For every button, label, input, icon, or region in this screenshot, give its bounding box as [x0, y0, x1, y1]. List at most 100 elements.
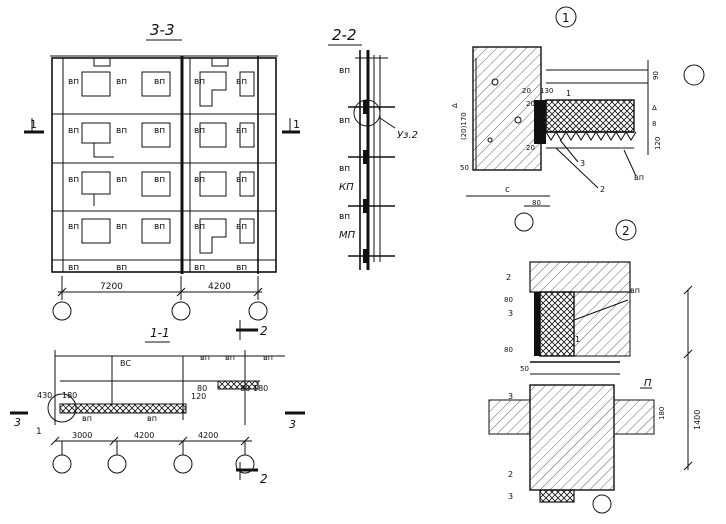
svg-text:КП: КП [339, 182, 354, 193]
svg-text:1: 1 [562, 11, 570, 25]
svg-text:вп: вп [116, 126, 127, 136]
grid-axis-bubble [248, 301, 268, 321]
svg-text:8: 8 [652, 120, 656, 128]
svg-text:ВС: ВС [120, 359, 131, 368]
node-2-column [529, 384, 615, 491]
svg-text:3: 3 [580, 159, 585, 168]
svg-text:вп: вп [339, 212, 350, 222]
column-concrete [472, 46, 542, 171]
detail-node-2: 2 2 80 3 вп 1 80 50 3 2 3 П 180 1400 [488, 219, 702, 514]
svg-text:80: 80 [240, 384, 250, 393]
svg-text:вп: вп [68, 263, 79, 273]
svg-text:вп: вп [194, 77, 205, 87]
svg-text:Уз.2: Уз.2 [397, 130, 418, 141]
svg-text:20: 20 [526, 144, 535, 152]
svg-text:80: 80 [504, 346, 513, 354]
svg-text:3: 3 [14, 416, 21, 429]
view-section-1-1: 1-1 2 2 430 180 ВС вп вп вп вп вп 80 120… [10, 320, 305, 486]
svg-text:с: с [505, 185, 510, 195]
svg-text:50: 50 [460, 164, 469, 172]
svg-text:90: 90 [652, 71, 660, 80]
view-section-3-3: 3-3 вп вп вп вп вп вп [24, 21, 300, 321]
svg-text:вп: вп [339, 164, 350, 174]
svg-text:вп: вп [68, 175, 79, 185]
svg-text:вп: вп [116, 175, 127, 185]
grid-axis-bubble [171, 301, 191, 321]
svg-text:вп: вп [225, 353, 235, 362]
node-2-insulation [539, 291, 575, 357]
svg-text:вп: вп [147, 414, 157, 423]
section-1-1-title: 1-1 [150, 326, 170, 340]
svg-text:вп: вп [154, 126, 165, 136]
svg-text:вп: вп [236, 175, 247, 185]
svg-text:180: 180 [62, 391, 77, 400]
section-2-2-title: 2-2 [332, 26, 357, 44]
svg-text:2: 2 [600, 185, 605, 194]
svg-text:вп: вп [194, 175, 205, 185]
svg-text:4200: 4200 [134, 431, 154, 440]
svg-text:1: 1 [566, 89, 571, 98]
svg-text:1400: 1400 [693, 410, 702, 430]
svg-text:1: 1 [575, 335, 580, 344]
svg-text:вп: вп [68, 222, 79, 232]
svg-text:2: 2 [622, 224, 630, 238]
svg-text:вп: вп [82, 414, 92, 423]
svg-text:3: 3 [508, 309, 513, 318]
callout-node-1-circle [47, 393, 77, 423]
svg-text:(20)170: (20)170 [460, 112, 468, 140]
svg-text:вп: вп [154, 77, 165, 87]
svg-text:80: 80 [504, 296, 513, 304]
cut-line-1-1: 1 1 [24, 118, 300, 134]
facade-windows [81, 71, 255, 254]
svg-text:50: 50 [520, 365, 529, 373]
svg-text:1: 1 [30, 118, 37, 131]
svg-text:вп: вп [194, 126, 205, 136]
node-1-marker [555, 6, 577, 28]
svg-text:вп: вп [236, 263, 247, 273]
svg-text:20: 20 [522, 87, 531, 95]
svg-text:вп: вп [339, 66, 350, 76]
svg-text:180: 180 [253, 384, 268, 393]
svg-text:80: 80 [197, 384, 207, 393]
svg-text:вп: вп [116, 222, 127, 232]
svg-text:вп: вп [154, 175, 165, 185]
svg-text:вп: вп [630, 286, 640, 295]
wall-panel-insulation [545, 99, 635, 133]
svg-text:вп: вп [634, 173, 644, 182]
svg-text:430: 430 [37, 391, 52, 400]
svg-text:1: 1 [36, 427, 42, 437]
svg-text:вп: вп [116, 77, 127, 87]
svg-text:вп: вп [236, 222, 247, 232]
svg-text:Δ: Δ [652, 104, 657, 112]
svg-text:3: 3 [508, 492, 513, 501]
svg-text:120: 120 [191, 392, 206, 401]
facade-panel-labels: вп вп вп вп вп вп вп вп вп вп вп вп вп в… [68, 77, 247, 273]
svg-text:4200: 4200 [208, 282, 231, 292]
facade-outline [51, 57, 277, 273]
svg-text:МП: МП [339, 230, 356, 241]
svg-text:7200: 7200 [100, 282, 123, 292]
svg-text:180: 180 [658, 407, 666, 420]
svg-text:2: 2 [260, 472, 268, 486]
svg-text:вп: вп [236, 77, 247, 87]
svg-text:вп: вп [116, 263, 127, 273]
svg-text:вп: вп [339, 116, 350, 126]
detail-node-1: 1 Δ (20)170 50 90 Δ 8 120 20 130 1 20 20… [451, 6, 705, 232]
callout-node-2-circle [353, 99, 381, 127]
svg-text:3: 3 [508, 392, 513, 401]
svg-text:вп: вп [200, 353, 210, 362]
svg-text:120: 120 [654, 137, 662, 150]
grid-axis-bubble [52, 301, 72, 321]
svg-text:1: 1 [293, 118, 300, 131]
facade-dimensions: 7200 4200 [52, 276, 268, 321]
svg-text:3: 3 [289, 418, 296, 431]
node-2-marker [615, 219, 637, 241]
svg-text:20: 20 [526, 100, 535, 108]
svg-text:вп: вп [68, 77, 79, 87]
svg-text:2: 2 [506, 273, 511, 282]
svg-text:вп: вп [194, 263, 205, 273]
svg-text:вп: вп [236, 126, 247, 136]
svg-text:2: 2 [508, 470, 513, 479]
svg-text:вп: вп [263, 353, 273, 362]
section-3-3-title: 3-3 [150, 21, 175, 39]
